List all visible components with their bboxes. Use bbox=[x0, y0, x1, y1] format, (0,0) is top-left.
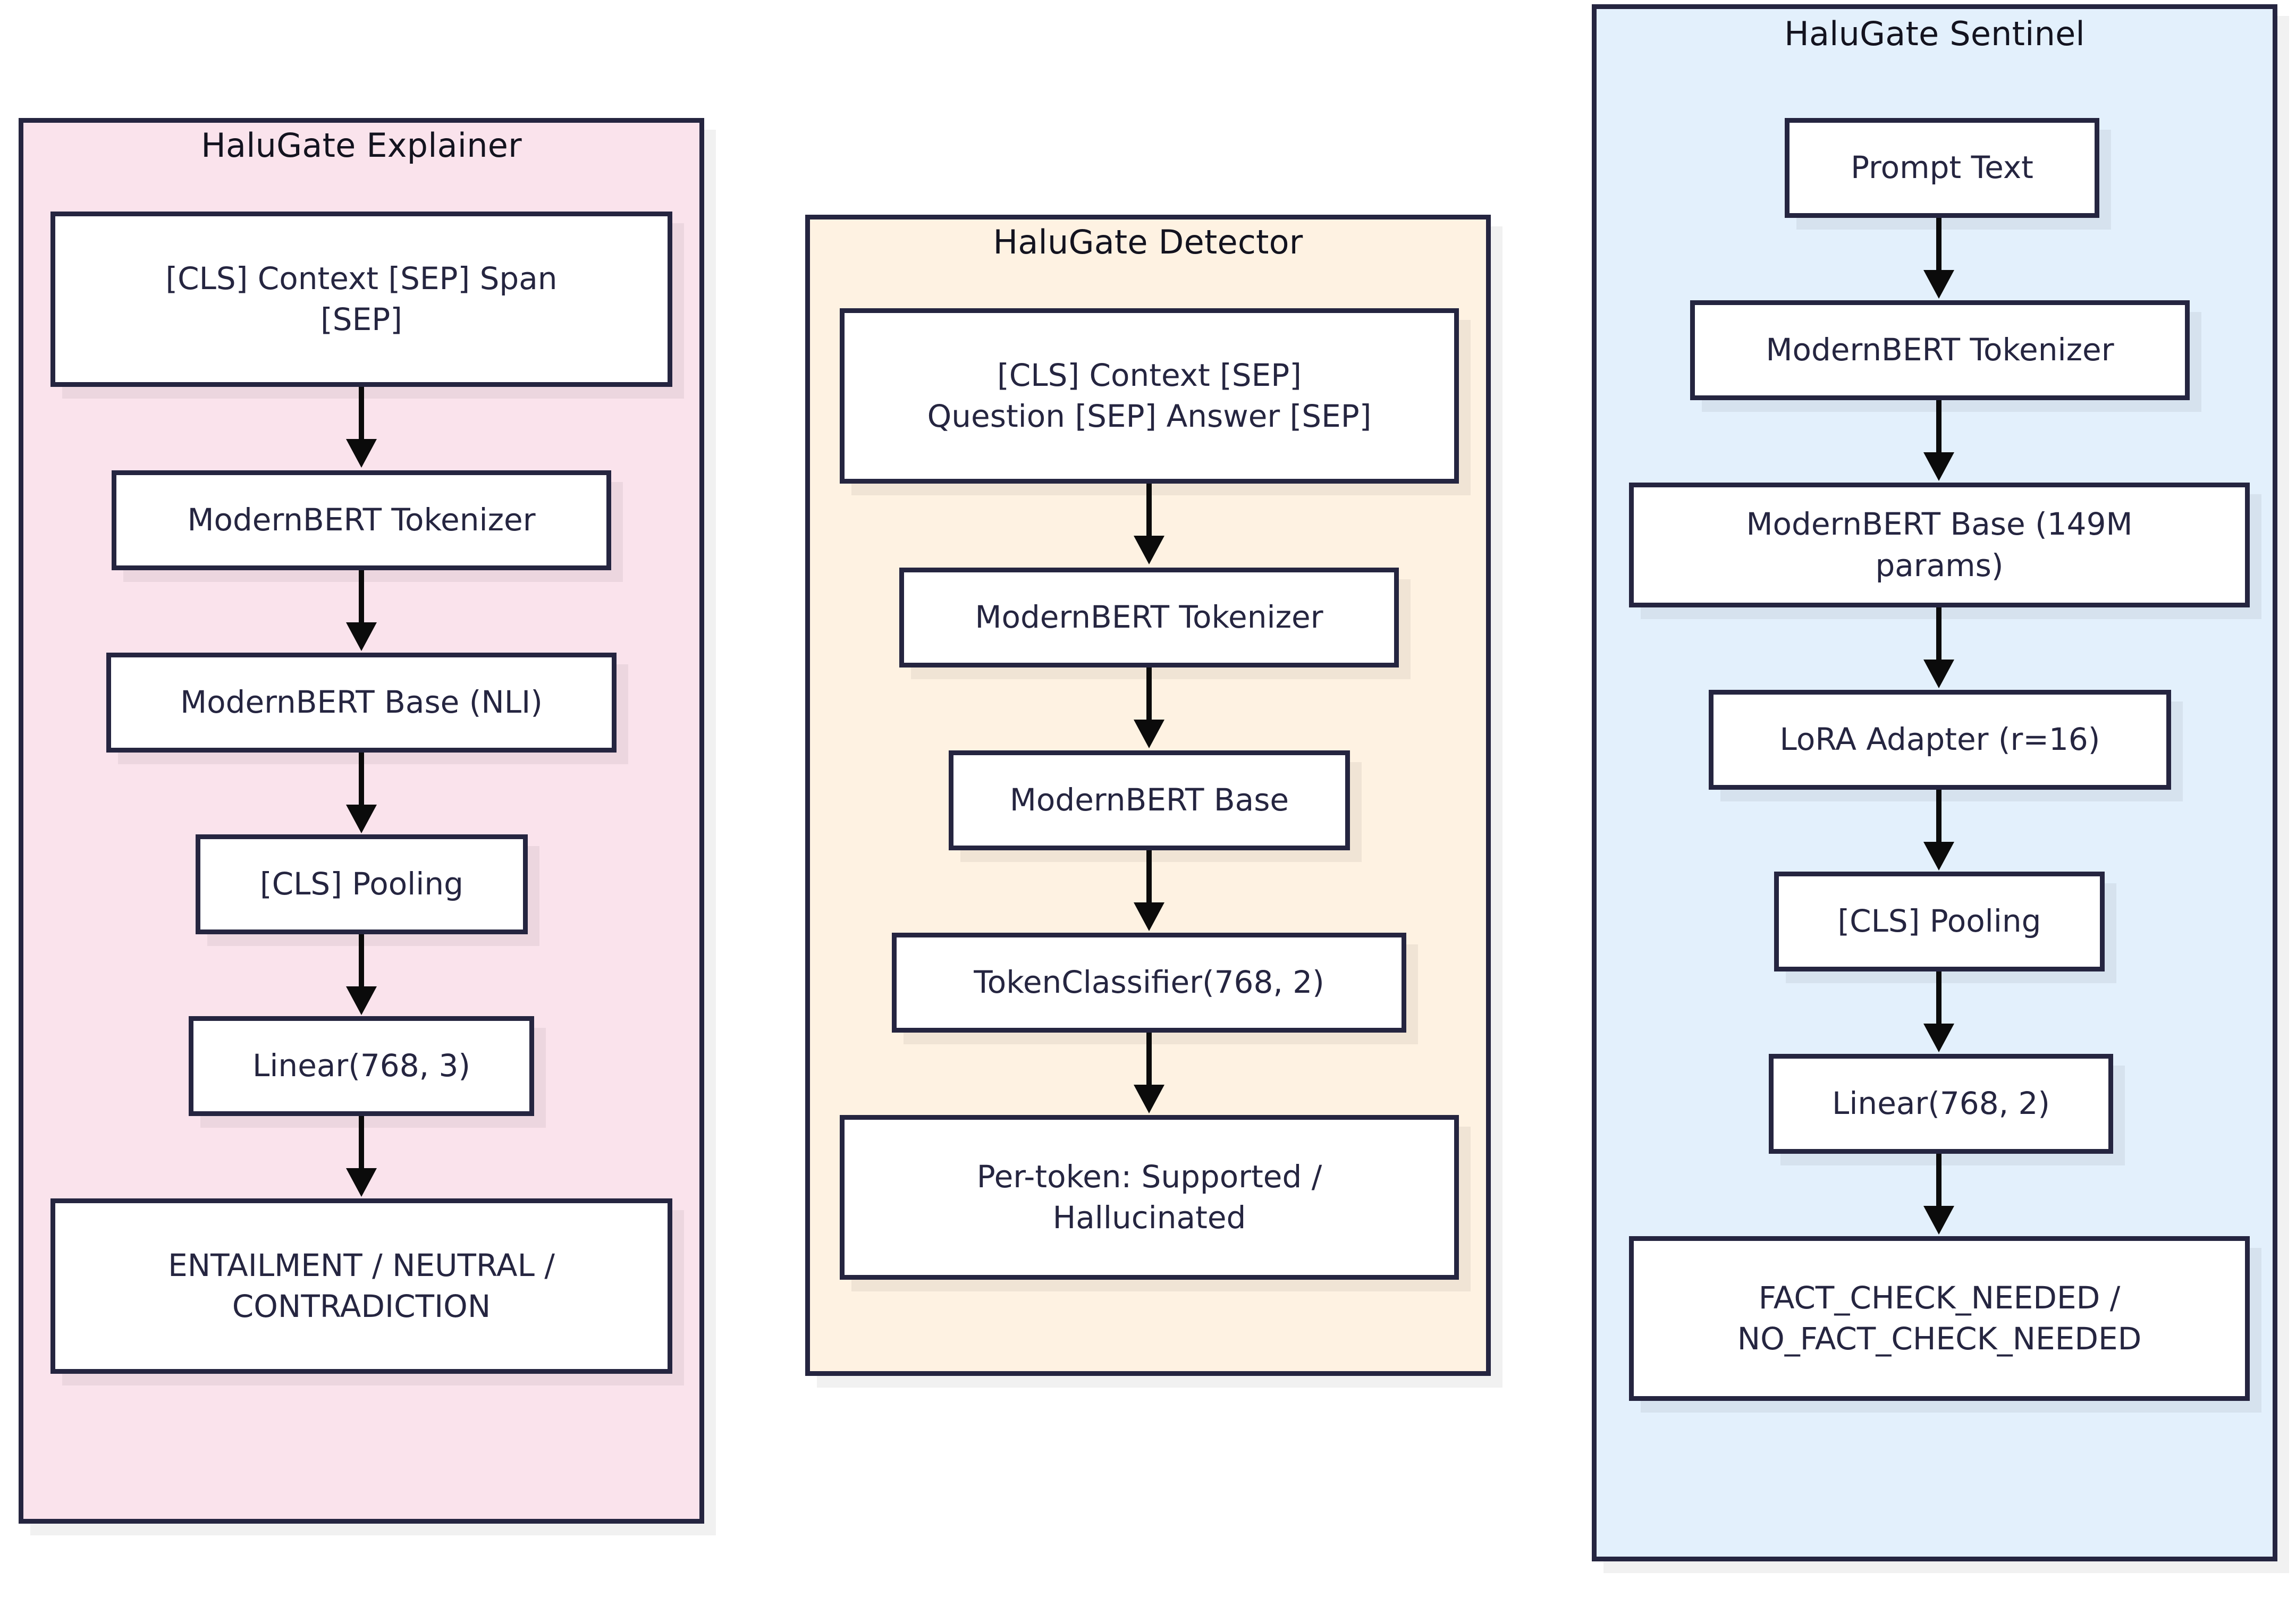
node-sen-pooling: [CLS] Pooling bbox=[1774, 872, 2105, 971]
node-label: ModernBERT Tokenizer bbox=[1766, 332, 2114, 368]
node-label: ModernBERT Base bbox=[1009, 782, 1289, 818]
cluster-title-explainer: HaluGate Explainer bbox=[201, 126, 522, 165]
node-sen-linear: Linear(768, 2) bbox=[1769, 1054, 2113, 1154]
node-det-classifier: TokenClassifier(768, 2) bbox=[892, 933, 1406, 1033]
node-exp-pooling: [CLS] Pooling bbox=[196, 834, 528, 934]
node-label: [CLS] Context [SEP] Question [SEP] Answe… bbox=[927, 357, 1372, 434]
node-det-tokenizer: ModernBERT Tokenizer bbox=[899, 568, 1399, 667]
node-label: ModernBERT Base (NLI) bbox=[180, 684, 543, 721]
node-label: Linear(768, 2) bbox=[1832, 1085, 2050, 1122]
node-sen-lora: LoRA Adapter (r=16) bbox=[1709, 690, 2171, 790]
node-label: Per-token: Supported / Hallucinated bbox=[976, 1158, 1322, 1236]
node-det-input: [CLS] Context [SEP] Question [SEP] Answe… bbox=[840, 308, 1459, 484]
node-label: TokenClassifier(768, 2) bbox=[974, 964, 1324, 1001]
node-sen-prompt: Prompt Text bbox=[1785, 118, 2099, 218]
node-label: [CLS] Context [SEP] Span [SEP] bbox=[165, 260, 558, 337]
node-sen-base: ModernBERT Base (149M params) bbox=[1629, 483, 2250, 607]
node-det-output: Per-token: Supported / Hallucinated bbox=[840, 1115, 1459, 1280]
node-exp-input: [CLS] Context [SEP] Span [SEP] bbox=[50, 212, 672, 387]
node-sen-tokenizer: ModernBERT Tokenizer bbox=[1690, 300, 2190, 400]
node-exp-tokenizer: ModernBERT Tokenizer bbox=[112, 470, 611, 570]
node-det-base: ModernBERT Base bbox=[949, 750, 1350, 850]
node-label: Prompt Text bbox=[1851, 149, 2033, 186]
node-label: FACT_CHECK_NEEDED / NO_FACT_CHECK_NEEDED bbox=[1737, 1279, 2142, 1357]
node-label: ModernBERT Tokenizer bbox=[187, 502, 536, 538]
node-label: [CLS] Pooling bbox=[1837, 903, 2041, 940]
node-label: ModernBERT Base (149M params) bbox=[1746, 506, 2133, 584]
cluster-title-detector: HaluGate Detector bbox=[993, 223, 1303, 261]
node-label: [CLS] Pooling bbox=[259, 866, 463, 902]
cluster-title-sentinel: HaluGate Sentinel bbox=[1784, 14, 2085, 53]
node-exp-output: ENTAILMENT / NEUTRAL / CONTRADICTION bbox=[50, 1198, 672, 1374]
node-label: ENTAILMENT / NEUTRAL / CONTRADICTION bbox=[168, 1247, 555, 1324]
node-exp-base: ModernBERT Base (NLI) bbox=[106, 653, 617, 753]
node-label: ModernBERT Tokenizer bbox=[975, 599, 1323, 636]
node-sen-output: FACT_CHECK_NEEDED / NO_FACT_CHECK_NEEDED bbox=[1629, 1236, 2250, 1401]
node-exp-linear: Linear(768, 3) bbox=[189, 1016, 534, 1116]
node-label: Linear(768, 3) bbox=[252, 1047, 470, 1084]
node-label: LoRA Adapter (r=16) bbox=[1779, 721, 2100, 758]
